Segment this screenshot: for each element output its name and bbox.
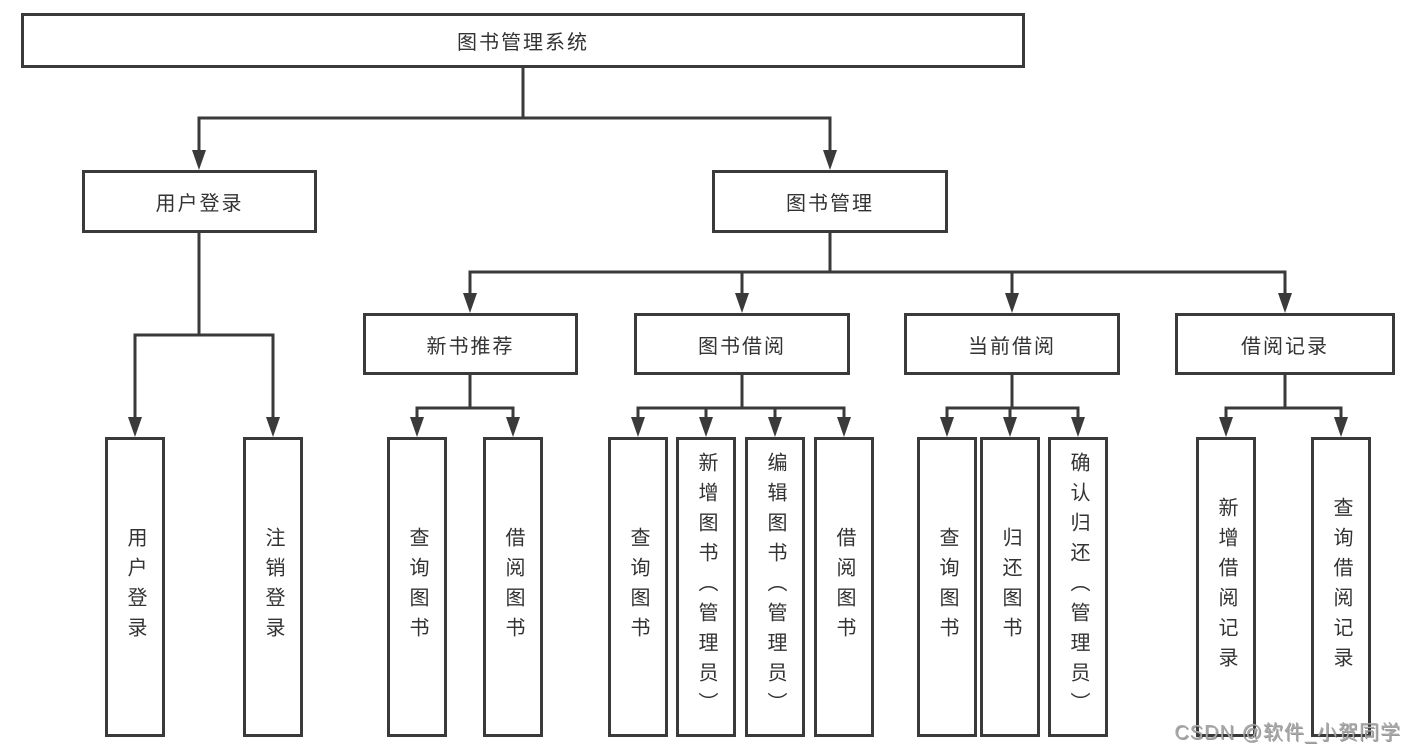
arrowhead	[1005, 293, 1019, 313]
leaf-query-books: 查询图书	[387, 437, 447, 737]
leaf-label: 查询图书	[936, 527, 958, 647]
arrowhead	[631, 417, 645, 437]
arrowhead	[1003, 417, 1017, 437]
leaf-label: 新增图书（管理员）	[695, 452, 717, 722]
node-book-borrowing: 图书借阅	[634, 313, 850, 375]
leaf-confirm-return-admin: 确认归还（管理员）	[1048, 437, 1108, 737]
leaf-user-login: 用户登录	[105, 437, 165, 737]
leaf-label: 查询图书	[406, 527, 428, 647]
node-user-login: 用户登录	[82, 170, 317, 233]
arrowhead	[768, 417, 782, 437]
node-borrowing-records: 借阅记录	[1175, 313, 1395, 375]
leaf-label: 查询图书	[627, 527, 649, 647]
node-new-book-recommend: 新书推荐	[363, 313, 578, 375]
leaf-edit-books-admin: 编辑图书（管理员）	[745, 437, 805, 737]
leaf-borrow-books: 借阅图书	[814, 437, 874, 737]
leaf-query-books: 查询图书	[917, 437, 977, 737]
leaf-label: 借阅图书	[502, 527, 524, 647]
leaf-label: 用户登录	[124, 527, 146, 647]
arrowhead	[266, 417, 280, 437]
leaf-logout: 注销登录	[243, 437, 303, 737]
arrowhead	[837, 417, 851, 437]
leaf-query-borrow-record: 查询借阅记录	[1311, 437, 1371, 737]
leaf-return-books: 归还图书	[980, 437, 1040, 737]
arrowhead	[1071, 417, 1085, 437]
leaf-query-books: 查询图书	[608, 437, 668, 737]
arrowhead	[940, 417, 954, 437]
leaf-label: 确认归还（管理员）	[1067, 452, 1089, 722]
arrowhead	[1334, 417, 1348, 437]
arrowhead	[699, 417, 713, 437]
leaf-add-books-admin: 新增图书（管理员）	[676, 437, 736, 737]
node-root: 图书管理系统	[21, 13, 1025, 68]
arrowhead	[1219, 417, 1233, 437]
leaf-add-borrow-record: 新增借阅记录	[1196, 437, 1256, 737]
arrowhead	[1278, 293, 1292, 313]
arrowhead	[463, 293, 477, 313]
csdn-watermark: CSDN @软件_小贺同学	[1174, 722, 1401, 744]
leaf-label: 编辑图书（管理员）	[764, 452, 786, 722]
node-book-management: 图书管理	[712, 170, 948, 233]
leaf-label: 新增借阅记录	[1215, 497, 1237, 677]
arrowhead	[506, 417, 520, 437]
leaf-label: 归还图书	[999, 527, 1021, 647]
arrowhead	[410, 417, 424, 437]
leaf-borrow-books: 借阅图书	[483, 437, 543, 737]
arrowhead	[735, 293, 749, 313]
arrowhead	[128, 417, 142, 437]
node-current-borrowing: 当前借阅	[904, 313, 1120, 375]
leaf-label: 借阅图书	[833, 527, 855, 647]
arrowhead	[192, 150, 206, 170]
arrowhead	[823, 150, 837, 170]
leaf-label: 注销登录	[262, 527, 284, 647]
leaf-label: 查询借阅记录	[1330, 497, 1352, 677]
